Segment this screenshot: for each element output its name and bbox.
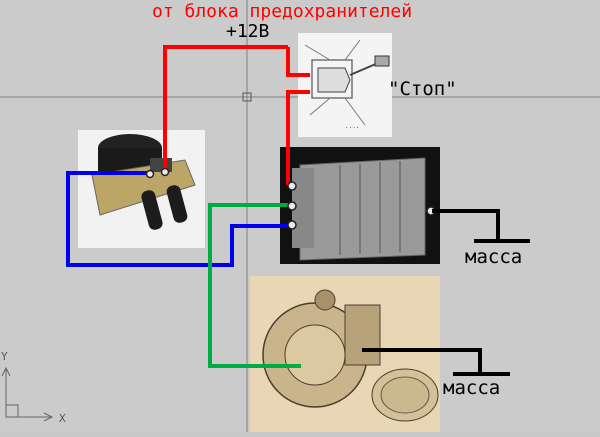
ground-wire-distributor <box>362 348 510 376</box>
blue-wire <box>66 171 290 267</box>
ground-wire-module <box>432 209 530 243</box>
ground-label-distributor: масса <box>443 377 500 399</box>
ucs-y-label: Y <box>1 350 8 363</box>
fuse-block-label: от блока предохранителей <box>152 1 412 22</box>
ucs-x-label: X <box>59 412 66 425</box>
ignition-switch-drawing: .... <box>298 33 392 137</box>
svg-text:....: .... <box>345 123 359 130</box>
ground-label-module: масса <box>465 246 522 268</box>
ignition-coil-photo <box>78 130 205 248</box>
plus12-label: +12В <box>226 21 269 42</box>
distributor-drawing <box>250 276 440 432</box>
green-wire <box>208 203 301 368</box>
coil-terminals <box>145 167 170 179</box>
ucs-axes-icon <box>1 366 54 422</box>
switch-module-photo <box>280 147 440 264</box>
stop-label: "Стоп" <box>388 78 457 100</box>
red-wires <box>163 45 310 185</box>
